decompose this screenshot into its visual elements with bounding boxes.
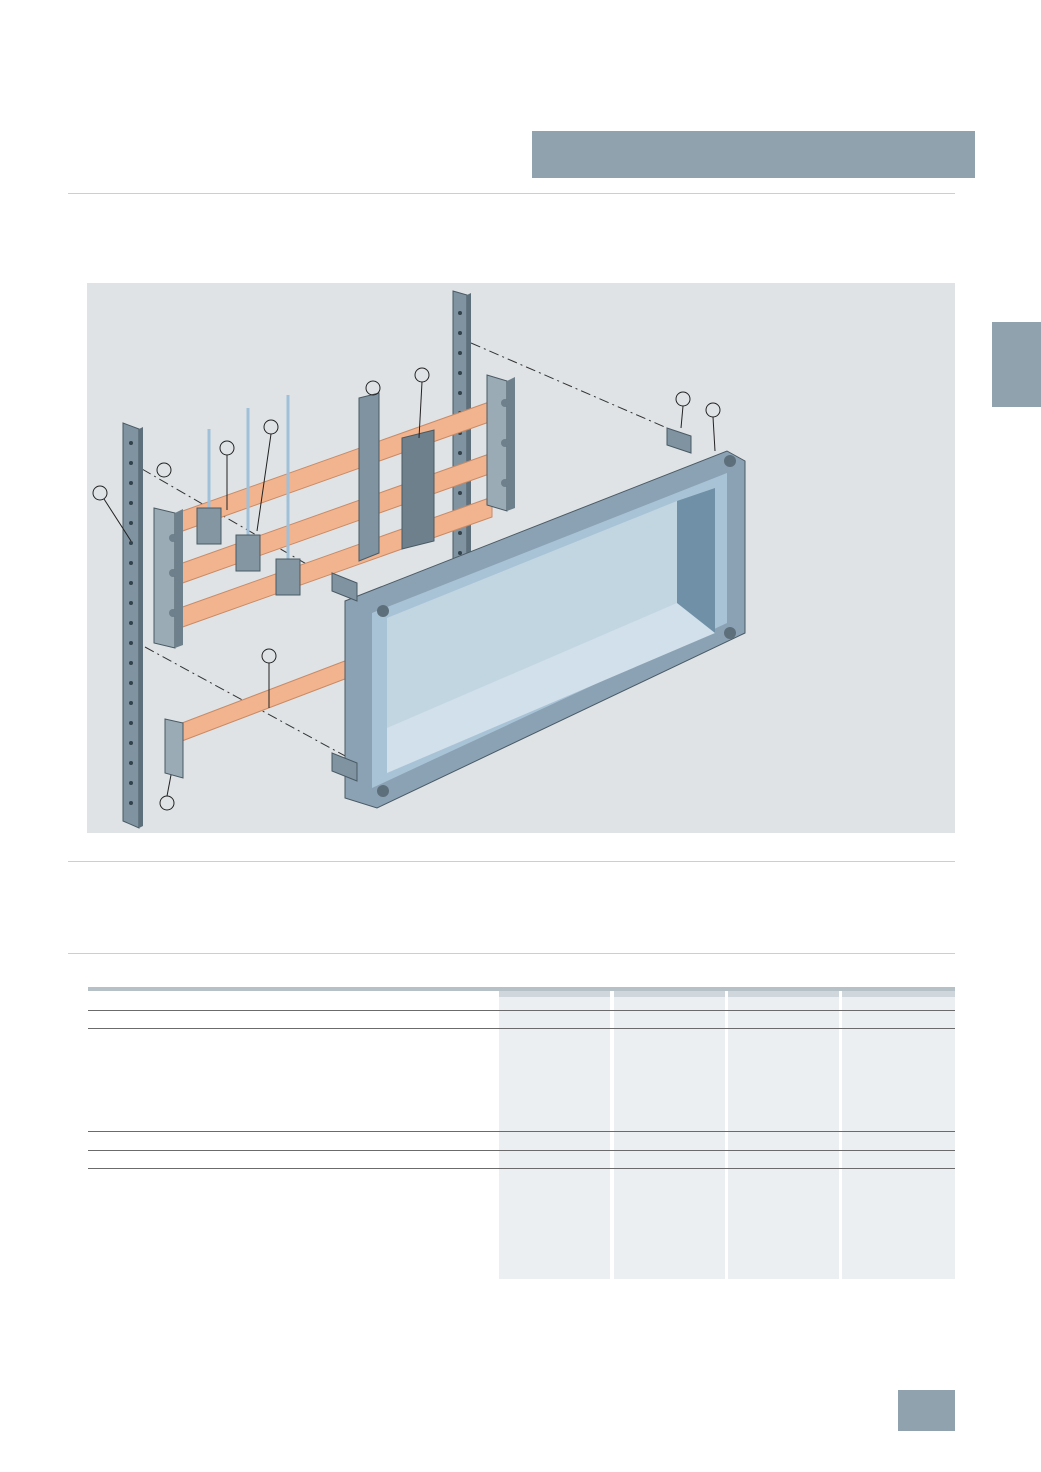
callout-marker [414,367,430,383]
table-column-header [499,991,610,997]
left-busbar-holder [153,507,183,649]
header-band [532,131,975,178]
table-column-header [728,991,839,997]
section-tab[interactable] [992,322,1041,407]
specification-table [88,987,955,1279]
table-row [88,1028,955,1029]
table-top-rule [88,987,955,991]
exploded-view-illustration [92,290,746,829]
callout-markers [92,367,721,811]
terminal-clamps [196,395,301,596]
busbar-assembly-figure [87,283,955,833]
left-mounting-rail [122,422,143,829]
callout-marker [263,419,279,435]
frame-cover [331,427,746,809]
table-row [88,1010,955,1011]
table-column-header [614,991,725,997]
page-number-box [898,1390,955,1431]
table-column [499,987,610,1279]
table-row [88,1150,955,1151]
mid-divider [68,861,955,862]
callout-marker [159,795,175,811]
table-column-header [842,991,955,997]
table-row [88,1131,955,1132]
table-column [842,987,955,1279]
callout-marker [705,402,721,418]
callout-marker [261,648,277,664]
callout-marker [675,391,691,407]
table-column [728,987,839,1279]
table-section-divider [68,953,955,954]
table-column [614,987,725,1279]
top-divider [68,193,955,194]
callout-marker [219,440,235,456]
callout-marker [92,485,108,501]
table-row [88,1168,955,1169]
right-busbar-holder [486,374,515,512]
callout-marker [365,380,381,396]
callout-marker [156,462,172,478]
